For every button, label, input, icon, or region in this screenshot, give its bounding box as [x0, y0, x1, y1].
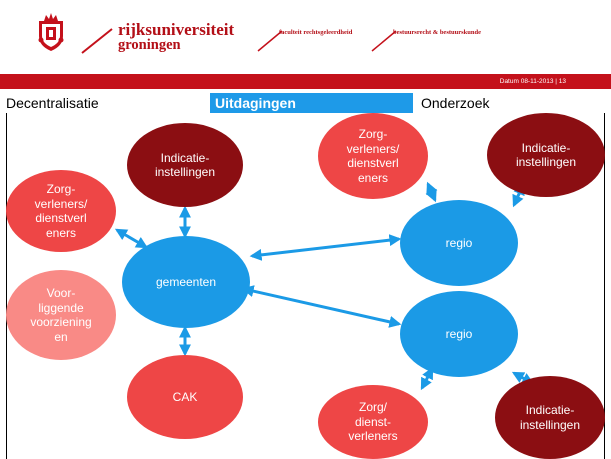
- right-border: [604, 113, 605, 459]
- brand-line-1: rijksuniversiteit: [118, 20, 235, 39]
- brand-slash: [81, 28, 113, 54]
- tab-decentralisatie[interactable]: Decentralisatie: [6, 95, 99, 111]
- left-border: [6, 113, 7, 459]
- header: rijksuniversiteit groningen faculteit re…: [0, 0, 611, 74]
- node-regio-bottom: regio: [400, 291, 518, 377]
- university-crest-icon: [38, 13, 64, 51]
- tab-onderzoek[interactable]: Onderzoek: [421, 95, 490, 111]
- arrow-zorg-gemeenten: [114, 228, 149, 249]
- node-zorg-dienstverleners-bottom: Zorg/ dienst- verleners: [318, 385, 428, 459]
- node-indicatie-instellingen-bottom: Indicatie- instellingen: [495, 376, 605, 459]
- department-label: bestuursrecht & bestuurskunde: [393, 29, 482, 36]
- node-zorgverleners-left: Zorg- verleners/ dienstverl eners: [6, 170, 116, 252]
- arrow-gemeenten-regio-top: [249, 234, 402, 261]
- node-voorliggende-voorzieningen: Voor- liggende voorziening en: [6, 270, 116, 360]
- node-label: Indicatie- instellingen: [519, 403, 581, 432]
- node-indicatie-instellingen-top-right: Indicatie- instellingen: [487, 113, 605, 197]
- node-regio-top: regio: [400, 200, 518, 286]
- node-label: Zorg- verleners/ dienstverl eners: [346, 127, 400, 185]
- faculty-label: faculteit rechtsgeleerdheid: [279, 29, 353, 36]
- date-bar: Datum 08-11-2013 | 13: [0, 74, 611, 89]
- node-label: regio: [445, 326, 473, 341]
- node-label: gemeenten: [155, 274, 217, 289]
- faculty-slash-1: [257, 30, 283, 52]
- faculty-slash-2: [371, 30, 397, 52]
- tab-uitdagingen[interactable]: Uitdagingen: [210, 93, 413, 113]
- arrow-zorg-regio-top: [425, 181, 438, 203]
- node-label: regio: [445, 235, 473, 250]
- node-label: Indicatie- instellingen: [515, 140, 577, 170]
- brand-line-2: groningen: [118, 37, 181, 53]
- node-indicatie-instellingen-left: Indicatie- instellingen: [127, 123, 243, 207]
- node-label: Indicatie- instellingen: [154, 150, 216, 180]
- node-label: Voor- liggende voorziening en: [30, 286, 92, 344]
- node-cak: CAK: [127, 355, 243, 439]
- arrow-gemeenten-regio-bottom: [241, 285, 402, 328]
- brand-wordmark: rijksuniversiteit groningen: [118, 21, 234, 53]
- node-label: CAK: [172, 389, 198, 404]
- node-zorgverleners-top-right: Zorg- verleners/ dienstverl eners: [318, 113, 428, 199]
- node-label: Zorg/ dienst- verleners: [348, 400, 398, 444]
- node-gemeenten: gemeenten: [122, 236, 250, 328]
- slide-date: Datum 08-11-2013 | 13: [499, 78, 566, 85]
- node-label: Zorg- verleners/ dienstverl eners: [34, 182, 88, 240]
- section-nav: Decentralisatie Uitdagingen Onderzoek: [0, 93, 611, 113]
